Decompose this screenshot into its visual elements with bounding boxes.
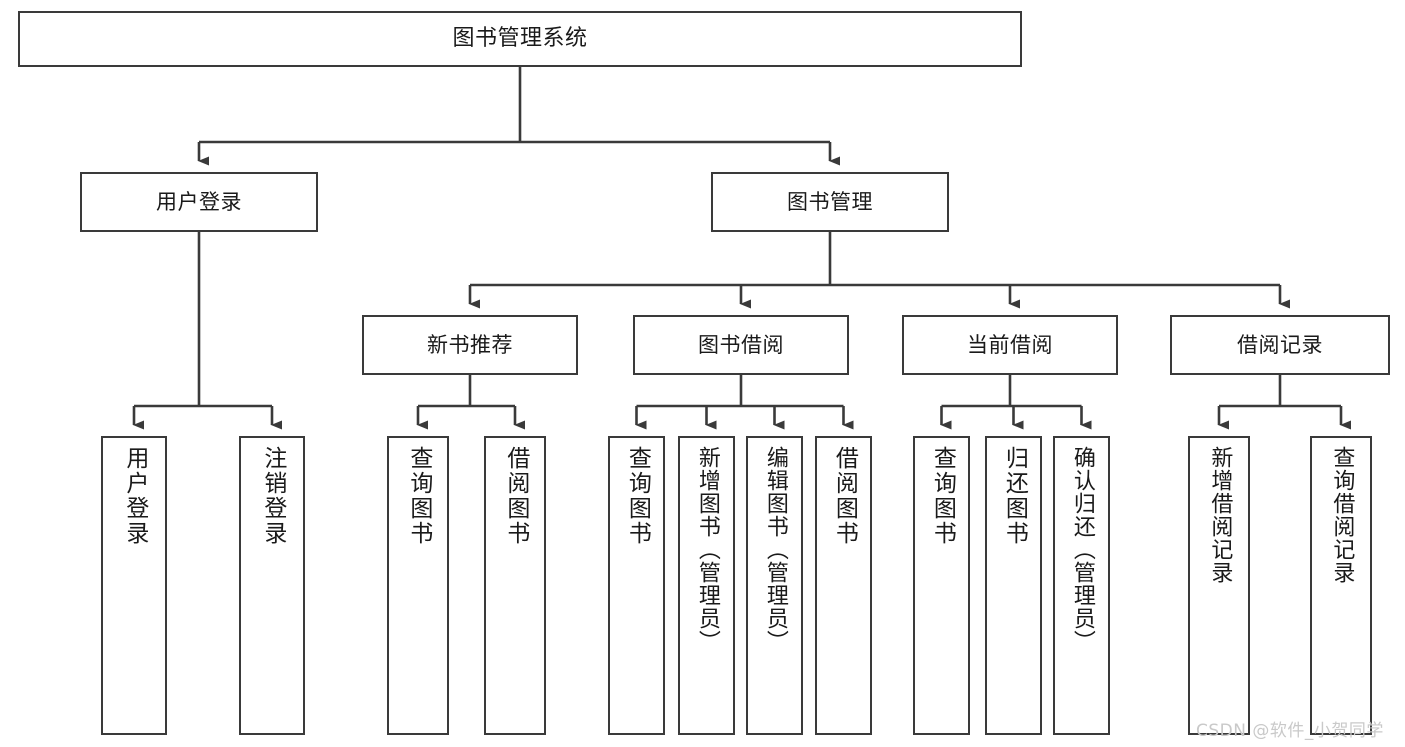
- node-leaf-confirm-return: 确认归还（管理员）: [1053, 436, 1110, 735]
- node-label: 归还图书: [1001, 446, 1028, 546]
- node-new-book-rec: 新书推荐: [362, 315, 578, 375]
- node-label: 注销登录: [259, 446, 286, 546]
- node-label: 图书管理系统: [452, 26, 588, 52]
- node-current-borrow: 当前借阅: [902, 315, 1118, 375]
- node-book-manage: 图书管理: [711, 172, 949, 232]
- node-leaf-query-book-3: 查询图书: [913, 436, 970, 735]
- node-label: 借阅记录: [1237, 332, 1323, 357]
- node-leaf-return-book: 归还图书: [985, 436, 1042, 735]
- node-leaf-query-record: 查询借阅记录: [1310, 436, 1372, 735]
- node-label: 当前借阅: [967, 332, 1053, 357]
- node-label: 图书管理: [787, 189, 873, 214]
- node-label: 借阅图书: [831, 446, 858, 546]
- node-root: 图书管理系统: [18, 11, 1022, 67]
- node-label: 查询图书: [624, 446, 651, 546]
- node-label: 借阅图书: [502, 446, 529, 546]
- node-leaf-borrow-book-1: 借阅图书: [484, 436, 546, 735]
- node-book-borrow: 图书借阅: [633, 315, 849, 375]
- node-label: 用户登录: [156, 189, 242, 214]
- node-leaf-add-record: 新增借阅记录: [1188, 436, 1250, 735]
- node-leaf-add-book: 新增图书（管理员）: [678, 436, 735, 735]
- node-label: 查询图书: [929, 446, 956, 546]
- node-label: 编辑图书（管理员）: [762, 446, 788, 653]
- node-label: 新书推荐: [427, 332, 513, 357]
- node-leaf-edit-book: 编辑图书（管理员）: [746, 436, 803, 735]
- node-leaf-user-logout: 注销登录: [239, 436, 305, 735]
- node-borrow-record: 借阅记录: [1170, 315, 1390, 375]
- node-leaf-query-book-2: 查询图书: [608, 436, 665, 735]
- node-label: 图书借阅: [698, 332, 784, 357]
- node-label: 新增图书（管理员）: [694, 446, 720, 653]
- node-leaf-user-login: 用户登录: [101, 436, 167, 735]
- node-label: 新增借阅记录: [1207, 446, 1233, 584]
- node-leaf-borrow-book-2: 借阅图书: [815, 436, 872, 735]
- node-leaf-query-book-1: 查询图书: [387, 436, 449, 735]
- node-user-login: 用户登录: [80, 172, 318, 232]
- node-label: 查询借阅记录: [1329, 446, 1355, 584]
- node-label: 确认归还（管理员）: [1069, 446, 1095, 653]
- node-label: 用户登录: [121, 446, 148, 546]
- node-label: 查询图书: [405, 446, 432, 546]
- csdn-watermark: CSDN @软件_小贺同学: [1196, 721, 1384, 741]
